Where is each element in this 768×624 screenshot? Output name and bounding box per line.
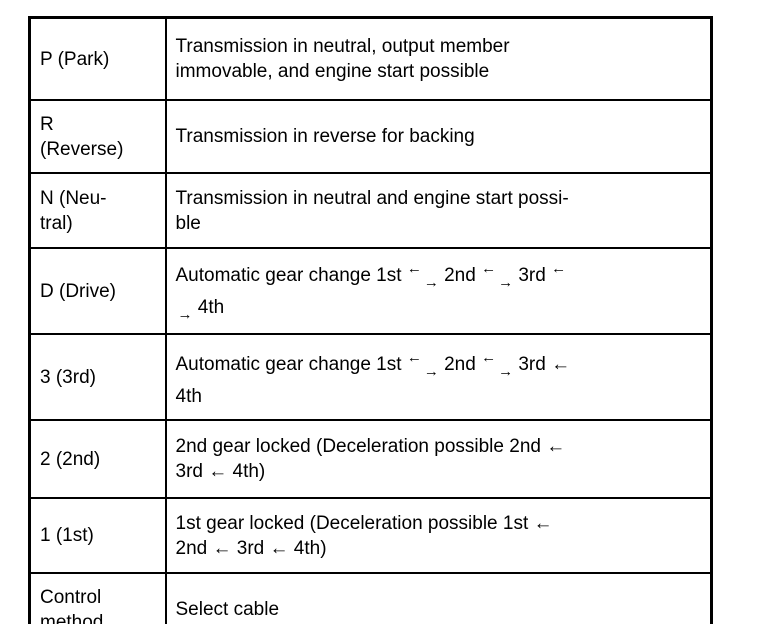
gear-description-cell: Transmission in neutral and engine start… [164,172,713,249]
gear-description-cell: 2nd gear locked (Deceleration possible 2… [164,419,713,499]
gear-position-cell: R (Reverse) [28,99,167,174]
left-arrow-superscript-icon: ← [406,349,422,366]
gear-position-cell: 2 (2nd) [28,419,167,499]
gear-position-cell: P (Park) [28,16,167,101]
right-arrow-subscript-icon: → [498,273,514,291]
table-row: 1 (1st)1st gear locked (Deceleration pos… [28,497,713,574]
gear-description-cell: Select cable [164,572,713,624]
gear-description-cell: 1st gear locked (Deceleration possible 1… [164,497,713,574]
gear-description-cell: Transmission in reverse for backing [164,99,713,174]
right-arrow-subscript-icon: → [498,363,514,380]
gear-position-cell: D (Drive) [28,247,167,335]
left-arrow-superscript-icon: ← [481,349,497,366]
gear-position-cell: 3 (3rd) [28,333,167,421]
gear-table-body: P (Park)Transmission in neutral, output … [28,16,713,624]
gear-description-cell: Automatic gear change 1st ←→ 2nd ←→ 3rd … [164,333,713,421]
transmission-gear-table: P (Park)Transmission in neutral, output … [28,16,713,624]
table-row: 3 (3rd)Automatic gear change 1st ←→ 2nd … [28,333,713,421]
gear-position-cell: Control method [28,572,167,624]
table-row: D (Drive)Automatic gear change 1st ←→ 2n… [28,247,713,335]
gear-description-cell: Automatic gear change 1st ←→ 2nd ←→ 3rd … [164,247,713,335]
right-arrow-subscript-icon: → [177,305,193,323]
left-arrow-superscript-icon: ← [406,259,422,277]
left-arrow-superscript-icon: ← [551,259,567,277]
left-arrow-superscript-icon: ← [481,259,497,277]
right-arrow-subscript-icon: → [423,363,439,380]
table-row: P (Park)Transmission in neutral, output … [28,16,713,101]
right-arrow-subscript-icon: → [423,273,439,291]
gear-position-cell: 1 (1st) [28,497,167,574]
gear-position-cell: N (Neu- tral) [28,172,167,249]
table-row: 2 (2nd)2nd gear locked (Deceleration pos… [28,419,713,499]
table-row: N (Neu- tral)Transmission in neutral and… [28,172,713,249]
table-row: R (Reverse)Transmission in reverse for b… [28,99,713,174]
